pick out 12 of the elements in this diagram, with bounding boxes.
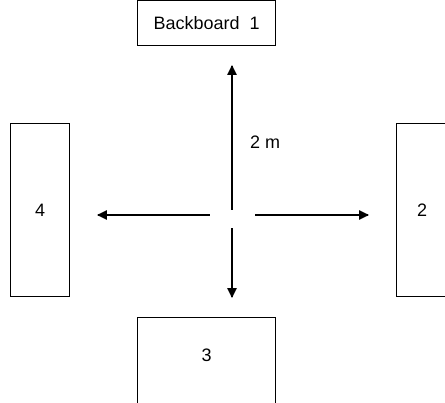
box-label: Backboard 1 — [153, 12, 260, 34]
label-box — [137, 0, 276, 46]
arrow — [227, 65, 237, 210]
arrow — [255, 210, 369, 220]
label-box — [137, 317, 276, 403]
label-box — [396, 123, 445, 297]
box-label: 4 — [34, 198, 45, 222]
label-box — [10, 123, 70, 297]
box-label: 3 — [201, 344, 212, 367]
arrow — [227, 228, 237, 298]
arrow — [97, 210, 210, 220]
box-label: 2 — [417, 198, 428, 222]
